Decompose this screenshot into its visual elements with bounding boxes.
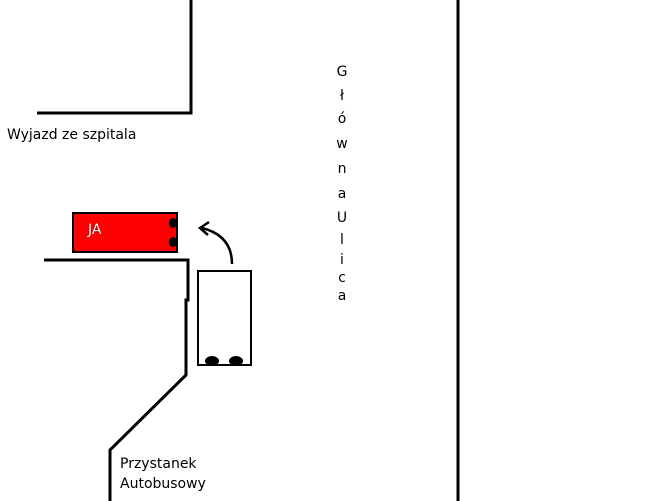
car-label: JA	[88, 222, 102, 238]
main-street-letter: w	[336, 136, 348, 152]
main-street-letter: a	[337, 186, 347, 202]
main-street-letter: n	[337, 161, 347, 177]
hospital-exit-label: Wyjazd ze szpitala	[7, 127, 137, 143]
main-street-letter: c	[338, 270, 346, 286]
car-wheel	[169, 237, 177, 247]
main-street-letter: a	[337, 288, 347, 304]
bus-stop-curb	[44, 258, 190, 501]
bus-stop-label-line1: Przystanek	[120, 456, 197, 472]
main-street-letter: i	[340, 252, 344, 268]
main-street-letter: U	[336, 210, 348, 226]
bus-wheel	[229, 356, 243, 366]
main-street-letter: l	[340, 232, 344, 248]
main-street-letter: ł	[340, 88, 344, 104]
main-street-letter: ó	[337, 111, 347, 127]
bus	[197, 270, 252, 366]
turn-arrow	[197, 220, 234, 265]
main-street-letter: G	[336, 64, 348, 80]
car-wheel	[169, 218, 177, 228]
hospital-building-edge	[37, 0, 193, 115]
car-ja	[72, 212, 178, 253]
bus-stop-label-line2: Autobusowy	[120, 476, 206, 492]
bus-wheel	[205, 356, 219, 366]
